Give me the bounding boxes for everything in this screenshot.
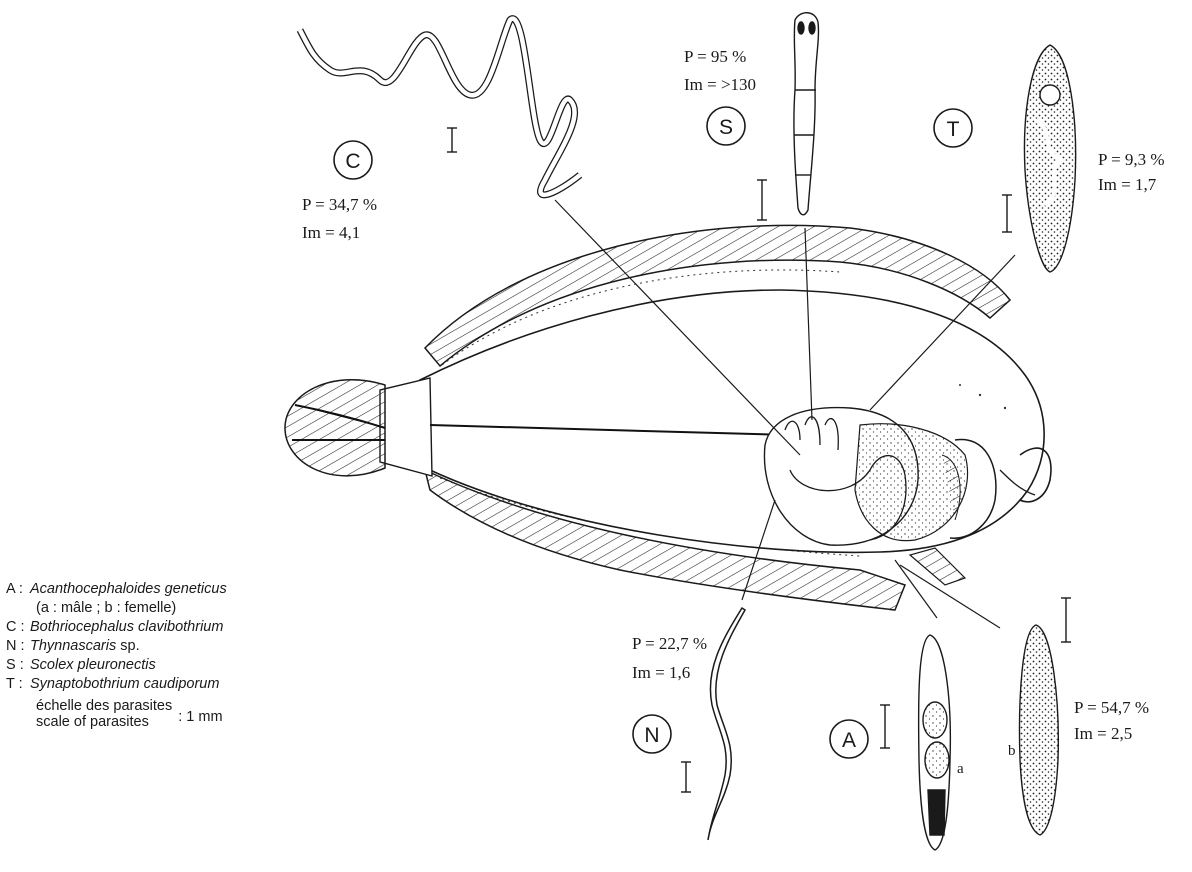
- svg-text:C: C: [345, 150, 360, 173]
- label-t-prevalence: P = 9,3 %: [1098, 150, 1165, 169]
- parasite-n-drawing: [708, 608, 745, 840]
- legend-item-t: T :Synaptobothrium caudiporum: [6, 675, 346, 694]
- badge-c: C: [334, 141, 372, 179]
- legend-item-a-sexes: (a : mâle ; b : femelle): [6, 599, 346, 618]
- legend: A :Acanthocephaloides geneticus (a : mâl…: [6, 580, 346, 730]
- scale-note: échelle des parasites scale of parasites…: [6, 698, 346, 730]
- label-n-intensity: Im = 1,6: [632, 663, 690, 682]
- badge-s: S: [707, 107, 745, 145]
- label-c-prevalence: P = 34,7 %: [302, 195, 377, 214]
- svg-text:T: T: [947, 118, 960, 141]
- label-male: a: [957, 761, 964, 777]
- legend-item-c: C :Bothriocephalus clavibothrium: [6, 618, 346, 637]
- fish-body: [285, 225, 1051, 610]
- badge-a: A: [830, 720, 868, 758]
- parasite-t-drawing: [1024, 45, 1075, 272]
- label-t-intensity: Im = 1,7: [1098, 175, 1157, 194]
- badge-t: T: [934, 109, 972, 147]
- label-a-prevalence: P = 54,7 %: [1074, 698, 1149, 717]
- badge-n: N: [633, 715, 671, 753]
- svg-text:N: N: [644, 724, 659, 747]
- label-s-prevalence: P = 95 %: [684, 47, 746, 66]
- legend-item-s: S :Scolex pleuronectis: [6, 656, 346, 675]
- scale-note-en: scale of parasites: [36, 714, 172, 730]
- svg-text:S: S: [719, 116, 733, 139]
- label-n-prevalence: P = 22,7 %: [632, 634, 707, 653]
- svg-text:A: A: [842, 729, 856, 752]
- label-c-intensity: Im = 4,1: [302, 223, 360, 242]
- label-a-intensity: Im = 2,5: [1074, 724, 1132, 743]
- scale-value: : 1 mm: [178, 708, 222, 727]
- label-female: b: [1008, 743, 1016, 759]
- parasite-a-male-drawing: [919, 635, 951, 850]
- label-s-intensity: Im = >130: [684, 75, 756, 94]
- caudal-fin: [285, 380, 385, 476]
- legend-item-a: A :Acanthocephaloides geneticus: [6, 580, 346, 599]
- legend-item-n: N :Thynnascaris sp.: [6, 637, 346, 656]
- parasite-s-drawing: [794, 13, 819, 215]
- parasite-a-female-drawing: [1020, 625, 1059, 835]
- scale-note-fr: échelle des parasites: [36, 698, 172, 714]
